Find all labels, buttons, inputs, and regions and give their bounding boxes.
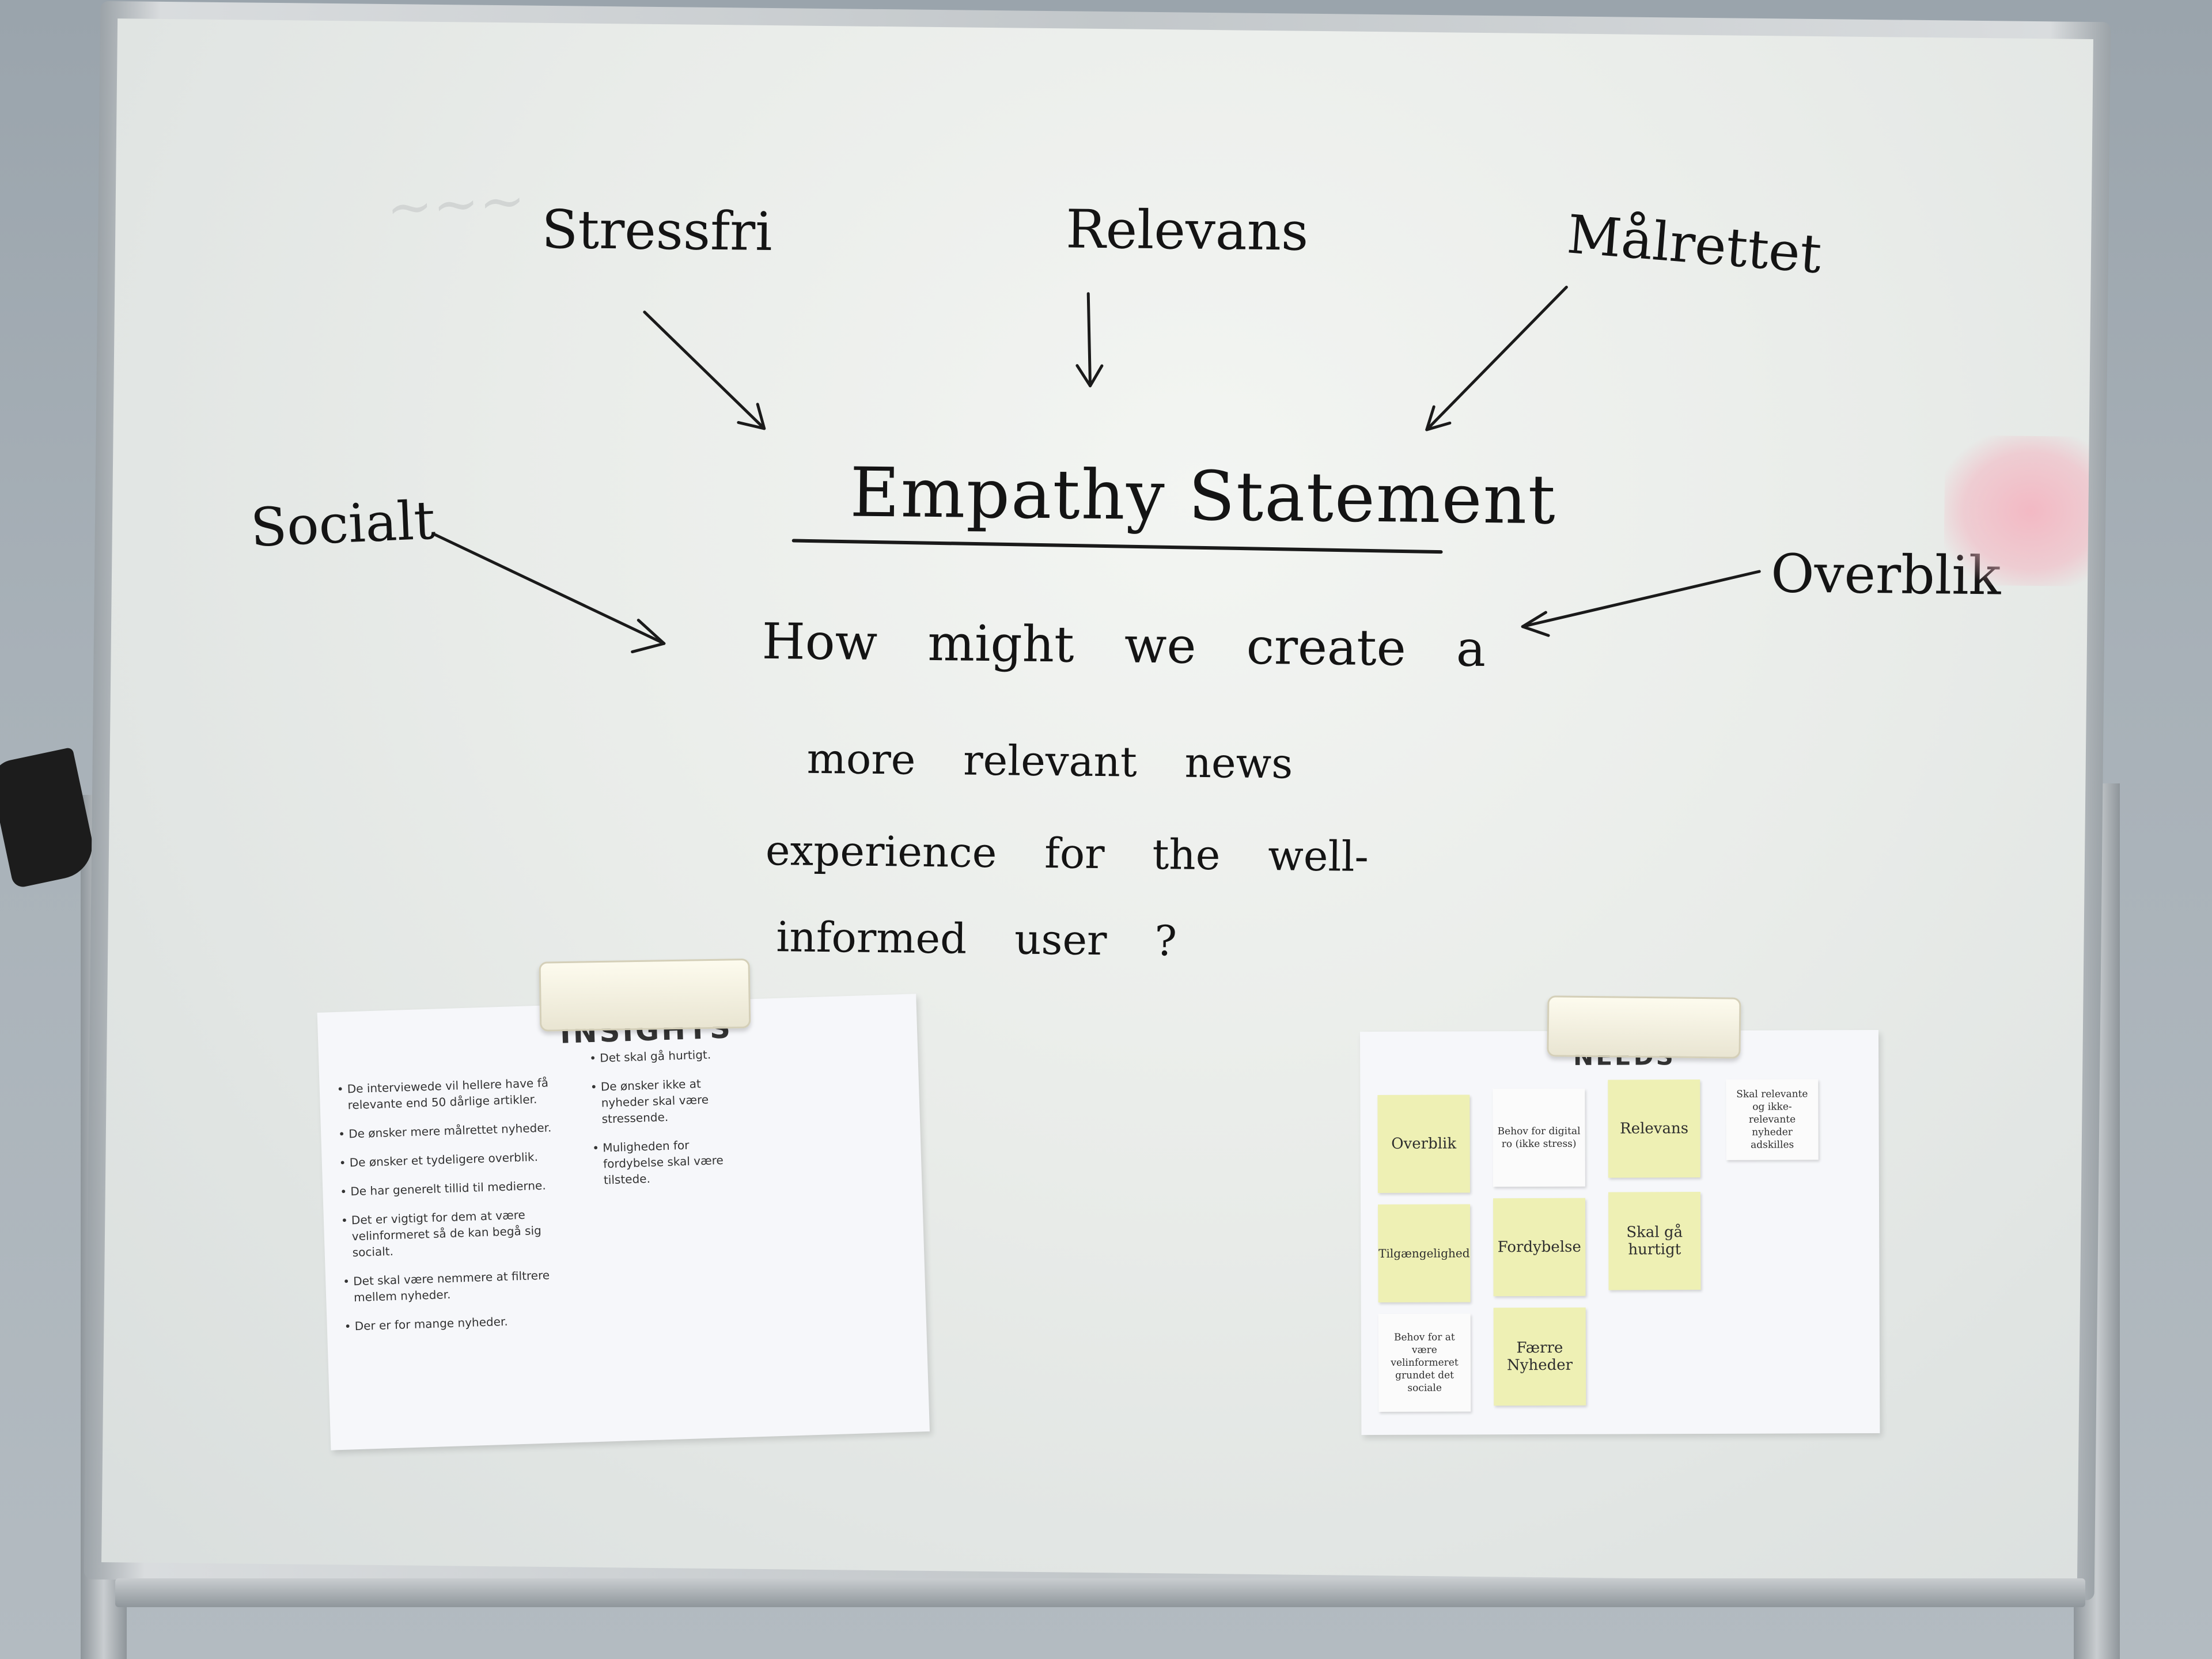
arrow-top-center-head xyxy=(1075,364,1104,388)
insight-item: De ønsker ikke at nyheder skal være stre… xyxy=(590,1074,741,1127)
sticky-note: Behov for at være velinformeret grundet … xyxy=(1378,1313,1471,1412)
arrow-left-head xyxy=(631,619,666,654)
sticky-note: Skal gå hurtigt xyxy=(1608,1192,1701,1290)
sticky-note: Overblik xyxy=(1377,1094,1470,1194)
sticky-note: Færre Nyheder xyxy=(1493,1307,1586,1406)
insight-item: De ønsker mere målrettet nyheder. xyxy=(338,1119,569,1142)
sticky-note: Skal relevante og ikke-relevante nyheder… xyxy=(1726,1079,1819,1160)
arrow-top-right xyxy=(1425,285,1568,431)
whiteboard: ~~~ Stressfri Relevans Målrettet Socialt… xyxy=(101,18,2093,1583)
insight-item: Der er for mange nyheder. xyxy=(344,1311,575,1335)
arrow-right-head xyxy=(1521,611,1550,637)
light-glare xyxy=(1944,435,2093,587)
insight-item: Det skal være nemmere at filtrere mellem… xyxy=(343,1266,574,1306)
arrow-top-left-head xyxy=(737,403,766,430)
arrow-top-center xyxy=(1086,292,1092,388)
arrow-left xyxy=(433,533,666,645)
insight-item: De har generelt tillid til medierne. xyxy=(340,1176,571,1200)
arrow-top-right-head xyxy=(1425,405,1452,431)
insights-paper: INSIGHTS De interviewede vil hellere hav… xyxy=(317,994,930,1450)
arrow-top-left xyxy=(643,310,766,430)
arrow-right xyxy=(1521,570,1761,628)
magnet-left[interactable] xyxy=(539,958,751,1032)
insight-item: De ønsker et tydeligere overblik. xyxy=(339,1147,570,1171)
sticky-note: Tilgængelighed xyxy=(1378,1204,1471,1303)
magnet-right[interactable] xyxy=(1547,995,1741,1059)
arrows xyxy=(433,285,1761,654)
sticky-note: Relevans xyxy=(1608,1080,1700,1178)
sticky-note: Fordybelse xyxy=(1493,1198,1586,1297)
insight-item: De interviewede vil hellere have få rele… xyxy=(336,1074,568,1113)
sticky-note: Behov for digital ro (ikke stress) xyxy=(1493,1088,1585,1187)
needs-paper: NEEDS Overblik Behov for digital ro (ikk… xyxy=(1359,1029,1880,1435)
marker-tray xyxy=(115,1578,2085,1607)
insight-item: Muligheden for fordybelse skal være tils… xyxy=(592,1135,744,1188)
insights-column-a: De interviewede vil hellere have få rele… xyxy=(336,1074,575,1347)
insight-item: Det er vigtigt for dem at være velinform… xyxy=(341,1205,573,1261)
insights-column-b: Det skal gå hurtigt. De ønsker ikke at n… xyxy=(589,1046,744,1201)
insight-item: Det skal gå hurtigt. xyxy=(589,1046,740,1066)
